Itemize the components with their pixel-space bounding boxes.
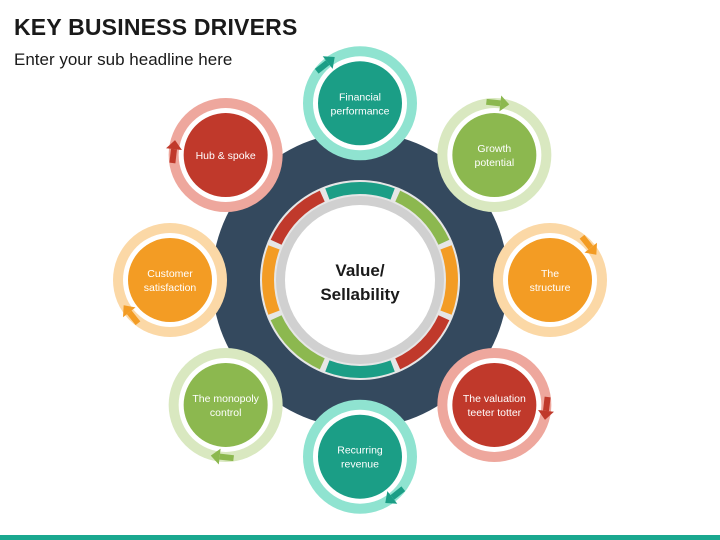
page-subtitle: Enter your sub headline here — [14, 50, 233, 69]
cycle-arrow-head — [166, 140, 182, 151]
node-label-line: structure — [530, 282, 571, 294]
cycle-arrow-shaft — [579, 234, 594, 250]
node-disc — [318, 414, 402, 499]
node-label-line: Growth — [477, 143, 511, 155]
node-label-line: control — [210, 407, 242, 419]
cycle-arrow-shaft — [486, 98, 501, 107]
ring-segment-2 — [395, 190, 450, 245]
node-disc — [128, 238, 212, 322]
cycle-arrow-head — [123, 305, 136, 318]
ring-segment-1 — [325, 182, 395, 200]
bottom-accent-bar — [0, 535, 720, 540]
cycle-arrow-shaft — [390, 486, 406, 500]
node-label-line: Hub & spoke — [196, 150, 256, 162]
center-label-line1: Value/ — [335, 261, 384, 280]
cycle-arrow-shaft — [126, 310, 141, 326]
node-label-line: revenue — [341, 459, 379, 471]
node-disc — [452, 113, 537, 198]
cycle-arrow-head — [499, 95, 510, 112]
node-label-line: potential — [474, 157, 514, 169]
driver-node-4: The valuation teeter totter — [437, 347, 554, 462]
node-label-line: teeter totter — [467, 407, 521, 419]
page-title: KEY BUSINESS DRIVERS — [14, 14, 298, 40]
ring-segment-5 — [325, 360, 395, 378]
node-disc — [183, 113, 268, 198]
cycle-arrow-head — [322, 56, 335, 69]
node-label-line: The — [541, 268, 559, 280]
driver-node-5: Recurring revenue — [303, 399, 417, 514]
node-label-line: The monopoly — [192, 393, 259, 405]
ring-segment-7 — [262, 245, 280, 315]
node-label-line: Financial — [339, 91, 381, 103]
cycle-arrow-head — [385, 491, 398, 504]
cycle-arrow-shaft — [543, 396, 551, 412]
driver-node-7: Customer satisfaction — [113, 223, 227, 337]
cycle-arrow-head — [210, 448, 221, 465]
node-disc — [183, 362, 268, 447]
node-label-line: performance — [331, 105, 390, 117]
driver-node-2: Growth potential — [437, 95, 552, 213]
ring-segment-8 — [270, 190, 325, 245]
cycle-arrow-head — [538, 409, 554, 420]
node-label-line: satisfaction — [144, 282, 197, 294]
ring-segment-4 — [395, 315, 450, 370]
driver-node-1: Financial performance — [303, 46, 417, 161]
driver-node-3: The structure — [493, 223, 607, 337]
ring-segment-3 — [440, 245, 458, 315]
center-label-line2: Sellability — [320, 285, 400, 304]
cycle-arrow-shaft — [219, 453, 234, 462]
center-circle — [285, 205, 435, 355]
driver-node-6: The monopoly control — [168, 347, 283, 465]
node-label-line: Customer — [147, 268, 193, 280]
node-disc — [318, 61, 402, 146]
node-label-line: Recurring — [337, 445, 383, 457]
ring-segment-6 — [270, 315, 325, 370]
node-label-line: The valuation — [463, 393, 526, 405]
cycle-arrow-shaft — [314, 60, 330, 74]
node-disc — [452, 362, 537, 447]
cycle-arrow-head — [584, 242, 597, 255]
driver-node-8: Hub & spoke — [166, 98, 283, 213]
cycle-arrow-shaft — [169, 148, 177, 164]
node-disc — [508, 238, 592, 322]
